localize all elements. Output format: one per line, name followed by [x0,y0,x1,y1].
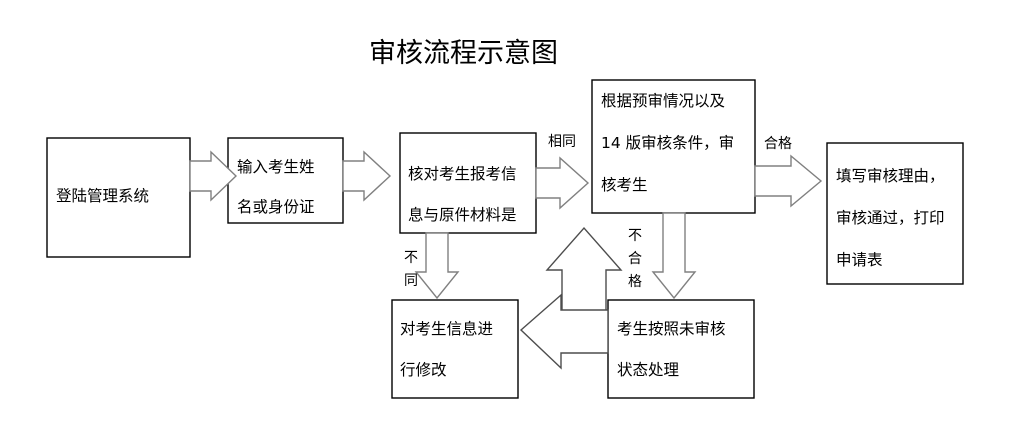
edge-label-unqualified-char-2: 合 [628,251,642,267]
node-unreviewed-state-line-2: 状态处理 [617,361,679,379]
node-fill-reason-print-line-3: 申请表 [836,251,883,269]
node-review-candidate-box [591,79,756,214]
edge-label-different-char-1: 不 [404,250,418,266]
node-fill-reason-print-line-2: 审核通过，打印 [836,209,945,227]
node-unreviewed-state[interactable]: 考生按照未审核 状态处理 [607,299,755,399]
node-review-candidate-line-1: 根据预审情况以及 [601,92,725,110]
node-fill-reason-print[interactable]: 填写审核理由， 审核通过，打印 申请表 [826,142,964,285]
node-verify-materials-box [399,132,537,234]
node-login-system-line-1: 登陆管理系统 [56,187,149,205]
node-fill-reason-print-line-1: 填写审核理由， [836,167,945,185]
edge-label-different-char-2: 同 [404,273,418,289]
node-verify-materials-line-1: 核对考生报考信 [408,165,517,183]
page-title: 审核流程示意图 [369,38,558,69]
edge-label-unqualified: 不 合 格 [628,228,642,290]
node-review-candidate[interactable]: 根据预审情况以及 14 版审核条件，审 核考生 [591,79,756,214]
arrow-input-to-verify [342,150,392,202]
node-login-system-box [46,137,191,258]
node-modify-info-line-2: 行修改 [400,361,447,379]
edge-label-unqualified-char-3: 格 [628,274,642,290]
node-input-candidate-box [227,137,344,224]
node-modify-info-box [391,299,519,399]
arrow-verify-to-review [535,156,590,210]
edge-label-different: 不 同 [404,250,418,289]
node-review-candidate-line-3: 核考生 [601,176,648,194]
node-login-system[interactable]: 登陆管理系统 [46,137,191,258]
arrow-review-to-unreviewed [651,212,697,300]
edge-label-unqualified-char-1: 不 [628,228,642,244]
node-modify-info[interactable]: 对考生信息进 行修改 [391,299,519,399]
edge-label-qualified: 合格 [764,136,792,152]
node-modify-info-line-1: 对考生信息进 [400,320,493,338]
node-fill-reason-print-box [826,142,964,285]
arrow-loop-back-to-review [545,226,623,314]
arrow-verify-to-modify [414,232,460,300]
node-review-candidate-line-2: 14 版审核条件，审 [601,134,734,152]
node-verify-materials[interactable]: 核对考生报考信 息与原件材料是 [399,132,537,234]
node-input-candidate-line-1: 输入考生姓 [237,158,315,176]
node-input-candidate[interactable]: 输入考生姓 名或身份证 [227,137,344,224]
arrow-loop-back-to-modify [519,293,609,370]
node-unreviewed-state-line-1: 考生按照未审核 [617,320,726,338]
arrow-login-to-input [189,150,238,202]
edge-label-same: 相同 [548,134,576,150]
node-verify-materials-line-2: 息与原件材料是 [408,206,517,224]
node-unreviewed-state-box [607,299,755,399]
node-input-candidate-line-2: 名或身份证 [237,198,315,216]
arrow-review-to-approve [754,154,823,208]
